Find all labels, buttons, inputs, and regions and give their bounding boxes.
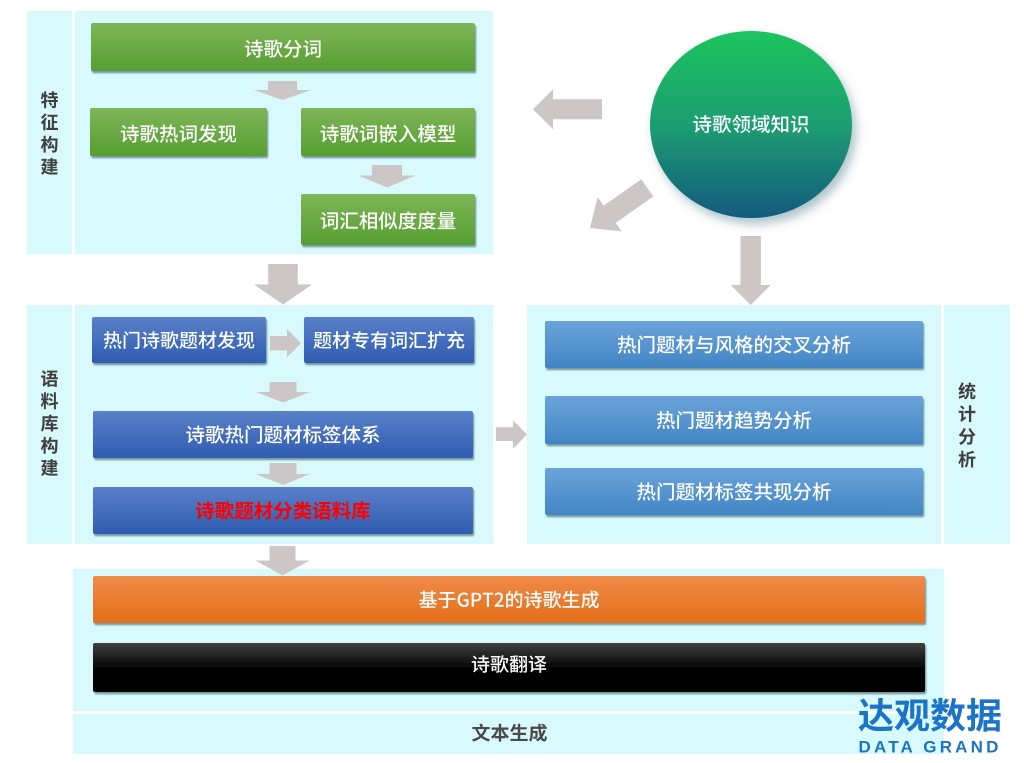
svg-text:DATA GRAND: DATA GRAND xyxy=(859,737,1002,756)
